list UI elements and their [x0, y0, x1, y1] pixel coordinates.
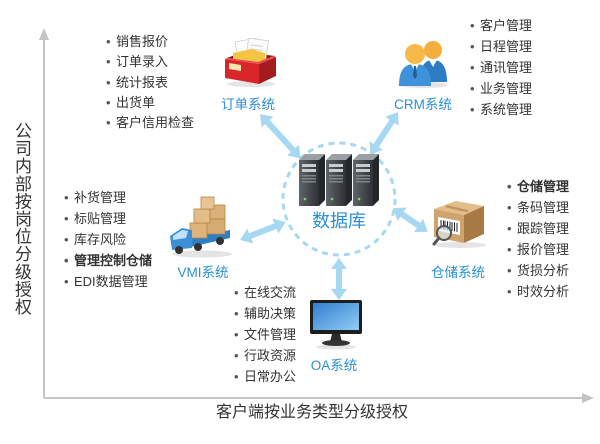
list-item: 通讯管理 [470, 57, 532, 78]
list-item: 客户信用检查 [106, 113, 194, 134]
list-item: 管理控制仓储 [64, 250, 152, 271]
oa-system-label: OA系统 [310, 358, 358, 373]
crm-system-label: CRM系统 [394, 97, 452, 112]
arrow-oa-database [331, 258, 347, 300]
vmi-system-label: VMI系统 [177, 265, 229, 280]
vmi-feature-list: 补货管理 标贴管理 库存风险 管理控制仓储 EDI数据管理 [64, 187, 152, 292]
database-dashed-ring [281, 141, 397, 257]
list-item: 统计报表 [106, 73, 194, 94]
list-item: EDI数据管理 [64, 271, 152, 292]
horizontal-axis [44, 393, 594, 403]
vertical-axis [39, 28, 49, 398]
list-item: 跟踪管理 [507, 218, 569, 239]
arrow-order-database [260, 114, 301, 159]
list-item: 报价管理 [507, 239, 569, 260]
list-item: 订单录入 [106, 52, 194, 73]
list-item: 条码管理 [507, 197, 569, 218]
list-item: 库存风险 [64, 229, 152, 250]
barcode-box-icon [432, 201, 486, 248]
arrow-crm-database [369, 112, 399, 155]
list-item: 销售报价 [106, 32, 194, 53]
warehouse-system-label: 仓储系统 [431, 265, 485, 280]
list-item: 日程管理 [470, 36, 532, 57]
crm-feature-list: 客户管理 日程管理 通讯管理 业务管理 系统管理 [470, 15, 532, 120]
list-item: 客户管理 [470, 15, 532, 36]
list-item: 行政资源 [234, 345, 296, 366]
server-icon [299, 154, 379, 206]
list-item: 在线交流 [234, 282, 296, 303]
list-item: 业务管理 [470, 78, 532, 99]
list-item: 补货管理 [64, 187, 152, 208]
oa-feature-list: 在线交流 辅助决策 文件管理 行政资源 日常办公 [234, 282, 296, 387]
order-box-icon [225, 38, 276, 87]
users-icon [398, 41, 448, 88]
list-item: 货损分析 [507, 260, 569, 281]
server-tower [299, 154, 325, 206]
arrow-warehouse-database [393, 207, 428, 233]
list-item: 辅助决策 [234, 303, 296, 324]
order-feature-list: 销售报价 订单录入 统计报表 出货单 客户信用检查 [106, 32, 194, 134]
arrow-vmi-database [240, 218, 286, 244]
list-item: 标贴管理 [64, 208, 152, 229]
database-label: 数据库 [312, 211, 366, 231]
list-item: 系统管理 [470, 99, 532, 120]
order-system-label: 订单系统 [221, 97, 275, 112]
list-item: 出货单 [106, 93, 194, 114]
monitor-icon [310, 300, 362, 350]
horizontal-axis-label: 客户端按业务类型分级授权 [215, 404, 408, 421]
truck-icon [170, 196, 232, 258]
list-item: 日常办公 [234, 366, 296, 387]
vertical-axis-label: 公司内部按岗位分级授权 [12, 122, 31, 316]
server-tower [353, 154, 379, 206]
list-item: 时效分析 [507, 281, 569, 302]
list-item: 仓储管理 [507, 176, 569, 197]
list-item: 文件管理 [234, 324, 296, 345]
warehouse-feature-list: 仓储管理 条码管理 跟踪管理 报价管理 货损分析 时效分析 [507, 176, 569, 302]
server-tower [326, 154, 352, 206]
